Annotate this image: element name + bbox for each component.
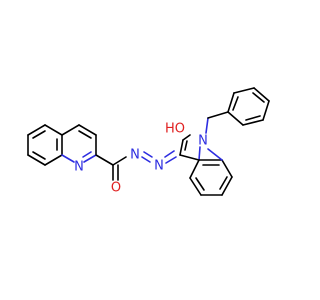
bond [78, 124, 97, 136]
bond-double [143, 151, 153, 158]
amide-linker [95, 154, 127, 181]
bond-double-inner [232, 96, 239, 111]
atom-quinoline-n: N [74, 160, 84, 175]
bond-double-inner [82, 151, 92, 158]
bond [253, 87, 270, 102]
bond [233, 87, 255, 94]
bond [44, 124, 63, 136]
bond [189, 159, 200, 179]
indole-five-ring [179, 134, 201, 161]
bond-double-inner [195, 177, 205, 191]
bond-double-inner [219, 176, 228, 190]
atom-indole-n: N [198, 134, 208, 149]
atom-hydroxyl-o: HO [165, 122, 185, 137]
bond [221, 159, 233, 178]
quinoline-benzo-ring [27, 124, 63, 166]
bond [95, 154, 114, 166]
bond [179, 154, 200, 161]
atom-carbonyl-o: O [111, 181, 121, 196]
bond [61, 124, 80, 136]
bond-double-inner [184, 140, 188, 151]
azo-linkage [141, 150, 177, 164]
bond-double [164, 150, 175, 158]
bond [205, 117, 209, 134]
bond [141, 156, 151, 163]
bond [44, 154, 63, 166]
bond [227, 111, 244, 126]
bond [198, 146, 201, 161]
bond [27, 124, 46, 136]
atom-labels: N O N N HO N [74, 122, 208, 196]
bond [227, 92, 235, 113]
bond [61, 154, 75, 163]
bond-double-inner [78, 130, 92, 139]
bond [221, 176, 233, 196]
bond [165, 156, 177, 164]
bond-double-inner [32, 151, 46, 160]
bond [189, 177, 202, 196]
bond [262, 100, 270, 121]
bond [83, 154, 97, 163]
benzyl-group [205, 87, 270, 134]
bond [179, 139, 184, 156]
atom-azo-n-right: N [154, 159, 164, 174]
atom-azo-n-left: N [130, 148, 140, 163]
bond [27, 154, 46, 166]
bond [242, 119, 264, 126]
bond [112, 156, 127, 166]
bond [182, 134, 191, 141]
bond-double-inner [245, 115, 261, 121]
indole-benzo-ring [189, 148, 233, 196]
bond [207, 111, 229, 119]
bond [207, 148, 223, 161]
bond-double-inner [252, 92, 265, 103]
molecule-structure-diagram: N O N N HO N [27, 87, 270, 196]
bond-double-inner [32, 130, 46, 139]
quinoline-pyridine-ring [61, 124, 97, 163]
